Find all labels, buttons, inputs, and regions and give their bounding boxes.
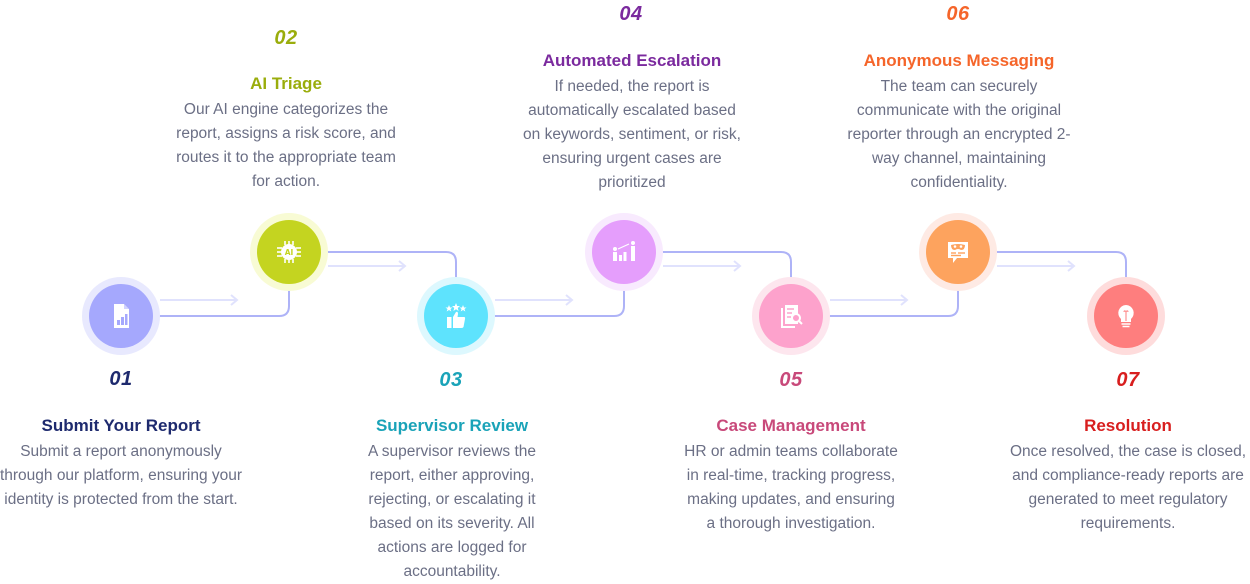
- step-title: Submit Your Report: [41, 416, 201, 435]
- lightbulb-icon: [1118, 305, 1134, 328]
- step-description: Submit a report anonymously through our …: [0, 443, 243, 508]
- step-block-03: Supervisor Review A supervisor reviews t…: [327, 415, 577, 584]
- step-number-02: 02: [274, 27, 298, 49]
- growth-chart-people-icon: [613, 241, 635, 261]
- step-number-06: 06: [946, 3, 970, 25]
- connector-line: [158, 289, 290, 317]
- step-number-05: 05: [779, 369, 803, 391]
- step-block-02: AI Triage Our AI engine categorizes the …: [161, 73, 411, 194]
- step-description: HR or admin teams collaborate in real-ti…: [684, 443, 898, 532]
- step-title: Anonymous Messaging: [863, 51, 1055, 70]
- step-title: Resolution: [1084, 416, 1172, 435]
- step-circle-02: AI: [257, 220, 321, 284]
- step-block-05: Case Management HR or admin teams collab…: [666, 415, 916, 536]
- step-title: Case Management: [716, 416, 866, 435]
- connector-line: [661, 251, 792, 279]
- connector-line: [493, 289, 625, 317]
- step-circle-03: [424, 284, 488, 348]
- step-description: If needed, the report is automatically e…: [523, 78, 741, 191]
- step-node-01: [82, 277, 160, 355]
- step-circle-07: [1094, 284, 1158, 348]
- step-description: Once resolved, the case is closed, and c…: [1009, 443, 1247, 532]
- document-search-icon: [781, 305, 803, 328]
- step-circle-04: [592, 220, 656, 284]
- connector-line: [326, 251, 457, 279]
- step-block-01: Submit Your Report Submit a report anony…: [0, 415, 246, 512]
- step-node-07: [1087, 277, 1165, 355]
- step-title: Automated Escalation: [542, 51, 722, 70]
- step-description: The team can securely communicate with t…: [847, 78, 1071, 191]
- arrow-head-icon: [733, 260, 742, 272]
- step-circle-01: [89, 284, 153, 348]
- step-title: Supervisor Review: [375, 416, 529, 435]
- report-chart-icon: [114, 304, 129, 328]
- step-number-04: 04: [619, 3, 643, 25]
- step-number-03: 03: [439, 369, 463, 391]
- arrow-head-icon: [398, 260, 407, 272]
- step-description: Our AI engine categorizes the report, as…: [176, 101, 396, 190]
- connector-line: [995, 251, 1127, 279]
- connector-line: [828, 289, 959, 317]
- arrow-head-icon: [565, 294, 574, 306]
- thumbs-up-stars-icon: [445, 303, 467, 328]
- step-node-06: [919, 213, 997, 291]
- arrow-head-icon: [1067, 260, 1076, 272]
- step-circle-06: [926, 220, 990, 284]
- step-number-01: 01: [109, 368, 133, 390]
- step-node-03: [417, 277, 495, 355]
- step-node-02: AI: [250, 213, 328, 291]
- step-title: AI Triage: [250, 74, 322, 93]
- step-block-06: Anonymous Messaging The team can securel…: [834, 50, 1084, 195]
- step-description: A supervisor reviews the report, either …: [368, 443, 536, 580]
- step-number-07: 07: [1116, 369, 1140, 391]
- ai-chip-icon: AI: [277, 241, 301, 263]
- step-node-05: [752, 277, 830, 355]
- step-block-04: Automated Escalation If needed, the repo…: [507, 50, 757, 195]
- svg-text:AI: AI: [285, 248, 294, 257]
- step-circle-05: [759, 284, 823, 348]
- step-node-04: [585, 213, 663, 291]
- arrow-head-icon: [230, 294, 239, 306]
- step-block-07: Resolution Once resolved, the case is cl…: [1003, 415, 1250, 536]
- arrow-head-icon: [900, 294, 909, 306]
- masked-chat-icon: [948, 242, 968, 263]
